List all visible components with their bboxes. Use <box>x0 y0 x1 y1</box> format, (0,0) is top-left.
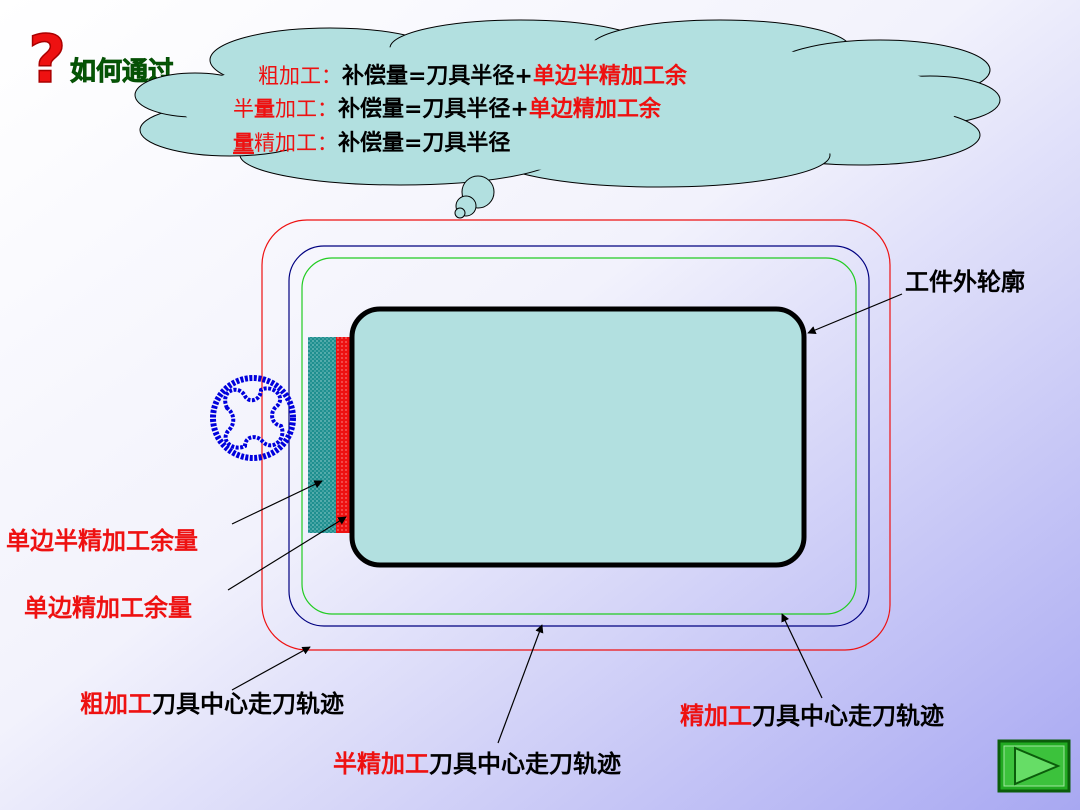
rough-path-label-red: 粗加工 <box>80 690 152 718</box>
line2-prefix-b: 量 <box>254 97 275 121</box>
workpiece-label: 工件外轮廓 <box>905 268 1025 296</box>
line2-prefix-a: 半 <box>233 97 254 121</box>
finish-path-label-black: 刀具中心走刀轨迹 <box>752 702 944 730</box>
line1-prefix: 粗加工： <box>258 64 342 88</box>
line3-formula: 补偿量=刀具半径 <box>337 130 510 156</box>
play-arrow-icon <box>1014 746 1061 786</box>
line1-formula: 补偿量=刀具半径+ <box>341 63 533 89</box>
line2-prefix-c: 加工： <box>275 97 338 121</box>
line2-formula: 补偿量=刀具半径+ <box>337 96 529 122</box>
question-mark-icon: ? <box>28 21 66 98</box>
rough-path-label-black: 刀具中心走刀轨迹 <box>152 690 344 718</box>
cutter-icon <box>210 375 296 461</box>
thought-bubble <box>134 19 1001 219</box>
rough-path-label: 粗加工刀具中心走刀轨迹 <box>80 690 344 718</box>
semi-path-label: 半精加工刀具中心走刀轨迹 <box>333 750 621 778</box>
next-slide-button[interactable] <box>997 739 1071 793</box>
semi-path-label-red: 半精加工 <box>333 750 429 778</box>
leader-rough-path <box>231 646 311 691</box>
semi-path-label-black: 刀具中心走刀轨迹 <box>429 750 621 778</box>
rough-toolpath <box>261 219 891 651</box>
leader-semi-path <box>497 624 544 744</box>
finish-allowance-strip <box>336 337 352 533</box>
finish-toolpath <box>301 257 857 615</box>
bubble-line-3: 量精加工：补偿量=刀具半径 <box>233 130 510 156</box>
bubble-line-1: 粗加工：补偿量=刀具半径+单边半精加工余 <box>258 63 688 89</box>
finish-path-label-red: 精加工 <box>680 702 752 730</box>
leader-workpiece <box>807 293 903 334</box>
workpiece-outline <box>349 306 807 568</box>
bubble-line-2: 半量加工：补偿量=刀具半径+单边精加工余 <box>233 96 662 122</box>
leader-lines <box>227 293 903 744</box>
line1-highlight: 单边半精加工余 <box>533 63 688 89</box>
line3-prefix-a: 量 <box>233 131 254 155</box>
semi-allowance-strip <box>308 337 338 533</box>
leader-semi-allowance <box>231 480 323 525</box>
leader-finish-path <box>781 613 823 699</box>
finish-path-label: 精加工刀具中心走刀轨迹 <box>680 702 944 730</box>
semi-allowance-label: 单边半精加工余量 <box>6 527 198 555</box>
line2-highlight: 单边精加工余 <box>529 96 662 122</box>
finish-allowance-label: 单边精加工余量 <box>24 594 192 622</box>
line3-prefix-b: 精加工： <box>254 131 338 155</box>
leader-finish-allowance <box>227 516 347 591</box>
